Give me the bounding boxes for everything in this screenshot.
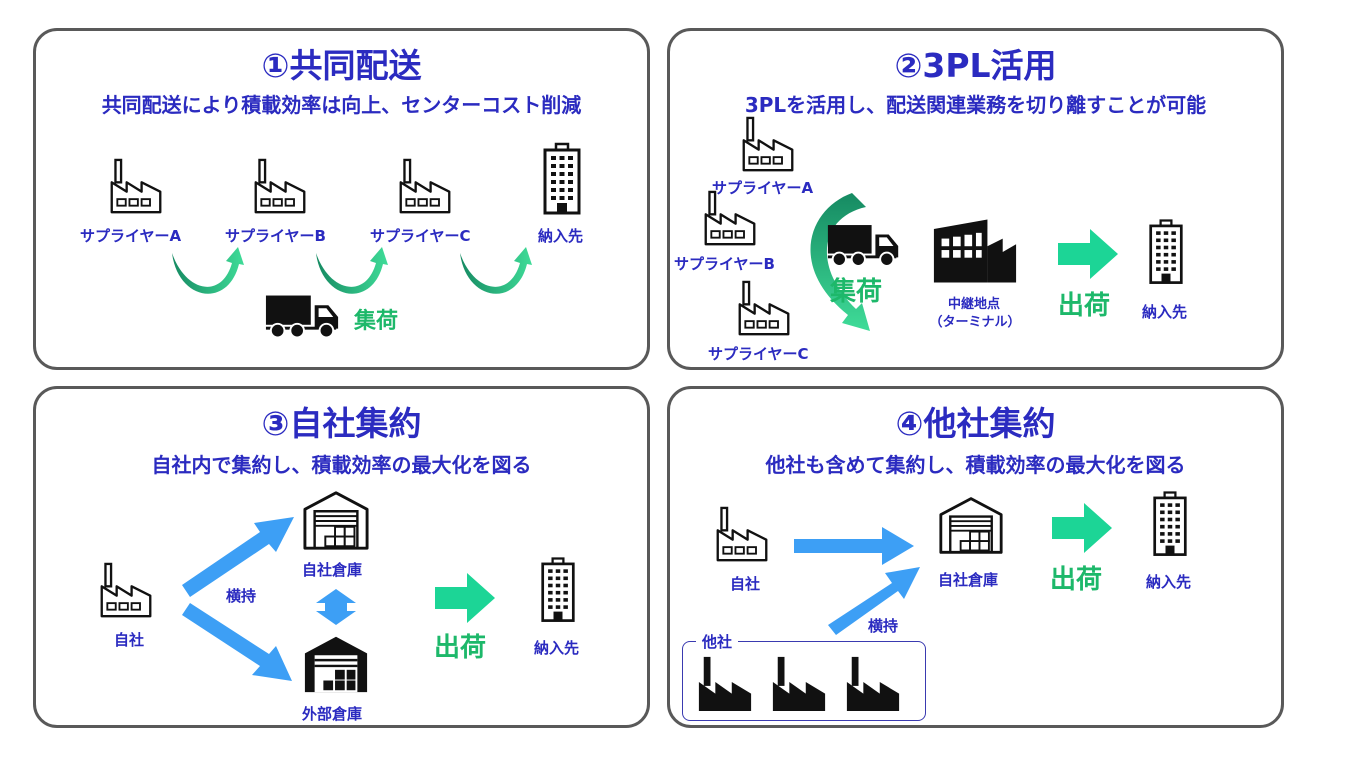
- label-pickup: 集荷: [354, 309, 399, 334]
- label-own-warehouse: 自社倉庫: [938, 571, 999, 589]
- warehouse-solid-icon: [302, 633, 370, 695]
- label-destination: 納入先: [534, 639, 580, 657]
- label-relay-point: 中継地点: [947, 297, 1000, 312]
- panel-subtitle: 自社内で集約し、積載効率の最大化を図る: [151, 453, 532, 477]
- factory-solid-icon: [844, 653, 902, 713]
- label-shipping: 出荷: [434, 633, 487, 663]
- blue-arrows-icon: [794, 527, 920, 635]
- label-external-warehouse: 外部倉庫: [302, 705, 363, 723]
- factory-outline-icon: [702, 189, 758, 249]
- factory-outline-icon: [252, 157, 308, 217]
- factory-outline-icon: [98, 561, 154, 621]
- factory-solid-icon: [696, 653, 754, 713]
- factory-outline-icon: [108, 157, 164, 217]
- label-supplier-c: サプライヤーC: [370, 227, 471, 245]
- label-own-company: 自社: [114, 631, 145, 649]
- building-icon: [542, 141, 582, 217]
- green-arrow-icon: [434, 573, 496, 623]
- label-own-warehouse: 自社倉庫: [302, 561, 363, 579]
- warehouse-outline-icon: [302, 489, 370, 551]
- panel-subtitle: 他社も含めて集約し、積載効率の最大化を図る: [765, 453, 1186, 477]
- curved-arrows-icon: [172, 247, 532, 294]
- panel-title: ③自社集約: [261, 404, 422, 443]
- factory-outline-icon: [736, 279, 792, 339]
- curved-arrow-icon: [810, 193, 870, 331]
- panel-title: ④他社集約: [895, 404, 1056, 443]
- warehouse-outline-icon: [938, 495, 1004, 555]
- green-arrow-icon: [1058, 229, 1118, 279]
- label-supplier-a: サプライヤーA: [80, 227, 182, 245]
- panel-own-consolidation: ③自社集約 自社内で集約し、積載効率の最大化を図る 自社 横持 自社倉庫 外部倉…: [33, 386, 650, 728]
- label-supplier-b: サプライヤーB: [225, 227, 326, 245]
- panel-3pl: ②3PL活用 3PLを活用し、配送関連業務を切り離すことが可能 サプライヤーA …: [667, 28, 1284, 370]
- label-supplier-b: サプライヤーB: [674, 255, 775, 273]
- label-shipping: 出荷: [1058, 291, 1111, 321]
- label-supplier-a: サプライヤーA: [712, 179, 814, 197]
- label-transfer: 横持: [868, 617, 899, 635]
- factory-outline-icon: [740, 115, 796, 175]
- panel-other-consolidation: ④他社集約 他社も含めて集約し、積載効率の最大化を図る 自社 自社倉庫 出荷 納…: [667, 386, 1284, 728]
- factory-outline-icon: [714, 505, 770, 565]
- label-other-companies: 他社: [696, 631, 739, 652]
- building-icon: [1148, 217, 1184, 287]
- label-supplier-c: サプライヤーC: [708, 345, 809, 363]
- truck-icon: [264, 293, 342, 339]
- factory-outline-icon: [397, 157, 453, 217]
- panel-title: ②3PL活用: [894, 46, 1057, 85]
- panel-subtitle: 3PLを活用し、配送関連業務を切り離すことが可能: [744, 93, 1207, 117]
- label-pickup: 集荷: [830, 277, 883, 307]
- panel-title: ①共同配送: [261, 46, 422, 85]
- panel-subtitle: 共同配送により積載効率は向上、センターコスト削減: [101, 93, 582, 117]
- label-destination: 納入先: [1142, 303, 1188, 321]
- label-terminal: （ターミナル）: [929, 315, 1021, 330]
- other-companies-box: [682, 641, 926, 721]
- label-destination: 納入先: [1146, 573, 1192, 591]
- panel-joint-delivery: ①共同配送 共同配送により積載効率は向上、センターコスト削減 サプライヤーA サ…: [33, 28, 650, 370]
- label-own-company: 自社: [730, 575, 761, 593]
- label-destination: 納入先: [538, 227, 584, 245]
- building-icon: [1152, 489, 1188, 559]
- truck-icon: [826, 223, 902, 267]
- label-transfer: 横持: [226, 587, 257, 605]
- blue-arrows-icon: [182, 517, 356, 681]
- factory-solid-icon: [770, 653, 828, 713]
- label-shipping: 出荷: [1050, 565, 1103, 595]
- green-arrow-icon: [1052, 503, 1112, 553]
- building-icon: [540, 555, 576, 625]
- terminal-building-icon: [932, 217, 1018, 285]
